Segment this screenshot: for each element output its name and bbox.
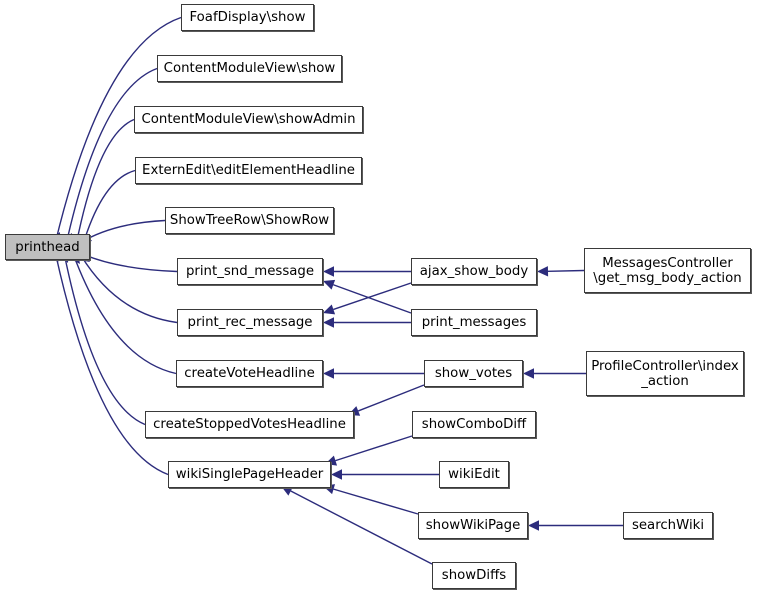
edge-print_messages-to-print_snd_message <box>333 284 412 314</box>
graph-node-showwikipage[interactable]: showWikiPage <box>418 512 528 539</box>
edge-showcombodiff-to-wikisinglepageheader <box>335 435 413 462</box>
graph-node-ajax_show_body[interactable]: ajax_show_body <box>411 258 537 285</box>
graph-node-messagescontroller[interactable]: MessagesController \get_msg_body_action <box>584 248 751 293</box>
edge-externedit_editelementheadline-to-printhead <box>81 169 136 246</box>
edge-createvoteheadline-to-printhead <box>72 254 177 375</box>
arrowhead-searchwiki-to-showwikipage <box>528 520 539 531</box>
graph-node-print_rec_message[interactable]: print_rec_message <box>177 309 323 336</box>
graph-node-showcombodiff[interactable]: showComboDiff <box>412 411 536 438</box>
graph-node-print_messages[interactable]: print_messages <box>411 309 537 336</box>
graph-node-showdiffs[interactable]: showDiffs <box>432 562 516 589</box>
graph-node-searchwiki[interactable]: searchWiki <box>623 512 713 539</box>
arrowhead-ajax_show_body-to-print_rec_message <box>323 304 336 315</box>
graph-node-wikiedit[interactable]: wikiEdit <box>439 461 509 488</box>
edge-show_votes-to-createstoppedvotesheadline <box>357 384 425 412</box>
arrowhead-print_messages-to-print_snd_message <box>323 279 336 290</box>
arrowhead-show_votes-to-createvoteheadline <box>323 368 334 379</box>
arrowhead-showdiffs-to-wikisinglepageheader <box>281 486 294 496</box>
edge-createstoppedvotesheadline-to-printhead <box>63 252 146 426</box>
edge-print_rec_message-to-printhead <box>80 255 178 324</box>
graph-node-createstoppedvotesheadline[interactable]: createStoppedVotesHeadline <box>145 411 354 438</box>
edge-contentmoduleview_showadmin-to-printhead <box>75 118 135 245</box>
graph-node-externedit_editelementheadline[interactable]: ExternEdit\editElementHeadline <box>135 157 362 184</box>
edge-contentmoduleview_show-to-printhead <box>65 67 158 243</box>
graph-node-printhead[interactable]: printhead <box>5 234 90 260</box>
edge-print_snd_message-to-printhead <box>79 252 178 273</box>
edge-showtreerow_showrow-to-printhead <box>79 219 166 244</box>
arrowhead-messagescontroller-to-ajax_show_body <box>537 266 549 277</box>
arrowhead-print_messages-to-print_rec_message <box>323 317 334 328</box>
arrowhead-ajax_show_body-to-print_snd_message <box>323 266 334 277</box>
graph-node-createvoteheadline[interactable]: createVoteHeadline <box>176 360 323 387</box>
graph-node-wikisinglepageheader[interactable]: wikiSinglePageHeader <box>168 461 331 488</box>
edge-showdiffs-to-wikisinglepageheader <box>290 490 433 565</box>
arrowhead-profilecontroller-to-show_votes <box>523 368 534 379</box>
edge-foafdisplay_show-to-printhead <box>54 16 182 243</box>
graph-node-showtreerow_showrow[interactable]: ShowTreeRow\ShowRow <box>165 207 334 234</box>
edge-showwikipage-to-wikisinglepageheader <box>333 488 419 515</box>
graph-node-profilecontroller[interactable]: ProfileController\index _action <box>586 351 744 396</box>
arrowhead-wikiedit-to-wikisinglepageheader <box>331 469 342 480</box>
edge-wikisinglepageheader-to-printhead <box>54 252 169 476</box>
edge-messagescontroller-to-ajax_show_body <box>547 269 585 272</box>
graph-node-show_votes[interactable]: show_votes <box>424 360 523 387</box>
graph-node-print_snd_message[interactable]: print_snd_message <box>177 258 323 285</box>
graph-node-contentmoduleview_showadmin[interactable]: ContentModuleView\showAdmin <box>134 106 363 133</box>
edge-ajax_show_body-to-print_rec_message <box>333 282 412 311</box>
graph-node-foafdisplay_show[interactable]: FoafDisplay\show <box>181 4 314 31</box>
graph-node-contentmoduleview_show[interactable]: ContentModuleView\show <box>157 55 342 82</box>
